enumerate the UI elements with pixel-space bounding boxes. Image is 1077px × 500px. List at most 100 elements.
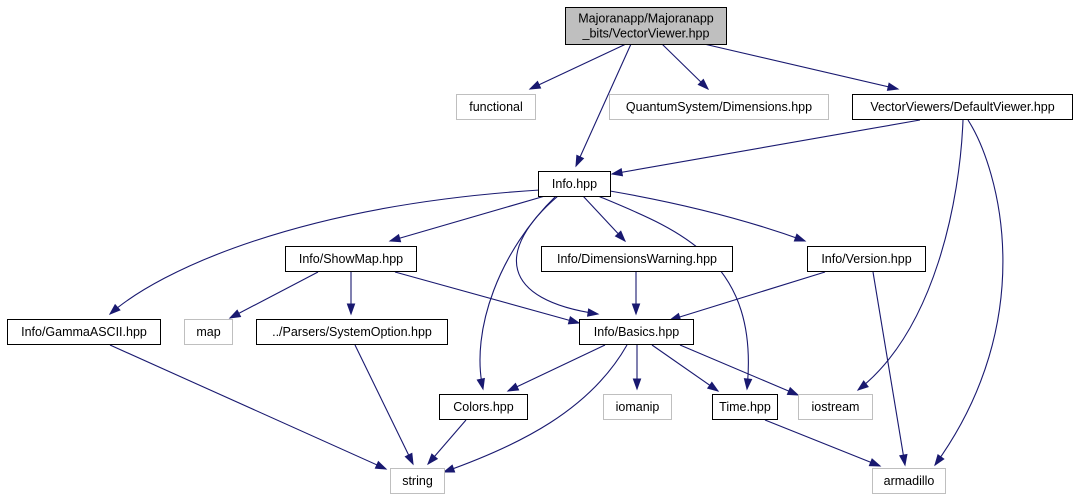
node-label: VectorViewers/DefaultViewer.hpp bbox=[870, 100, 1054, 114]
edge-time-to-armadillo bbox=[764, 419, 882, 467]
edge-root-to-info bbox=[575, 43, 632, 168]
node-box bbox=[256, 319, 448, 345]
node-root[interactable]: Majoranapp/Majoranapp_bits/VectorViewer.… bbox=[565, 7, 727, 45]
edge-line bbox=[611, 119, 921, 175]
edge-line bbox=[679, 344, 799, 396]
edge-line bbox=[109, 344, 387, 470]
arrowhead bbox=[427, 453, 439, 466]
node-time[interactable]: Time.hpp bbox=[712, 394, 778, 420]
edge-root-to-dimensions bbox=[661, 43, 710, 91]
arrowhead bbox=[374, 460, 388, 470]
node-box bbox=[603, 394, 672, 420]
node-label: map bbox=[196, 325, 220, 339]
arrowhead bbox=[934, 453, 945, 467]
edge-colors-to-string bbox=[427, 419, 467, 466]
node-box bbox=[852, 94, 1073, 120]
node-string[interactable]: string bbox=[390, 468, 445, 494]
node-default-viewer[interactable]: VectorViewers/DefaultViewer.hpp bbox=[852, 94, 1073, 120]
edge-line bbox=[669, 271, 826, 321]
node-box bbox=[439, 394, 528, 420]
edge-info-to-colors bbox=[476, 195, 557, 391]
node-label: ../Parsers/SystemOption.hpp bbox=[272, 325, 432, 339]
edge-info-to-version bbox=[609, 190, 807, 242]
edge-info-to-gamma-ascii bbox=[108, 189, 541, 315]
edge-basics-to-string bbox=[442, 344, 628, 473]
node-box bbox=[579, 319, 694, 345]
edge-dim-warning-to-basics bbox=[631, 272, 641, 316]
edge-basics-to-colors bbox=[506, 344, 606, 392]
arrowhead bbox=[793, 233, 807, 242]
node-show-map[interactable]: Info/ShowMap.hpp bbox=[285, 246, 417, 272]
edge-line bbox=[575, 43, 632, 167]
arrowhead bbox=[586, 308, 600, 317]
edge-gamma-ascii-to-string bbox=[109, 344, 388, 470]
node-label: string bbox=[402, 474, 433, 488]
node-basics[interactable]: Info/Basics.hpp bbox=[579, 319, 694, 345]
edge-line bbox=[703, 43, 899, 90]
node-box bbox=[872, 468, 946, 494]
edge-info-to-dim-warning bbox=[582, 195, 627, 243]
arrowhead bbox=[610, 167, 624, 177]
node-box bbox=[565, 7, 727, 45]
node-label: Info/DimensionsWarning.hpp bbox=[557, 252, 717, 266]
node-box bbox=[285, 246, 417, 272]
edge-show-map-to-map bbox=[228, 271, 319, 319]
edge-version-to-basics bbox=[668, 271, 826, 322]
edge-line bbox=[229, 271, 319, 319]
edge-line bbox=[394, 271, 580, 324]
node-dim-warning[interactable]: Info/DimensionsWarning.hpp bbox=[541, 246, 733, 272]
arrowhead bbox=[856, 380, 869, 391]
node-functional[interactable]: functional bbox=[456, 94, 536, 120]
arrowhead bbox=[476, 377, 485, 391]
edge-line bbox=[443, 344, 628, 473]
node-label: Time.hpp bbox=[719, 400, 771, 414]
arrowhead bbox=[706, 381, 720, 392]
node-iomanip[interactable]: iomanip bbox=[603, 394, 672, 420]
arrowhead bbox=[528, 80, 542, 90]
edge-line bbox=[934, 119, 1004, 466]
edge-show-map-to-basics bbox=[394, 271, 581, 325]
node-box bbox=[456, 94, 536, 120]
edge-line bbox=[764, 419, 881, 467]
node-box bbox=[7, 319, 161, 345]
edge-system-option-to-string bbox=[354, 344, 414, 466]
arrowhead bbox=[631, 303, 641, 316]
edge-default-viewer-to-armadillo bbox=[934, 119, 1004, 467]
node-label: iostream bbox=[812, 400, 860, 414]
edge-line bbox=[661, 43, 709, 90]
edge-line bbox=[529, 43, 627, 90]
edge-default-viewer-to-iostream bbox=[856, 119, 964, 391]
arrowhead bbox=[442, 464, 456, 473]
node-iostream[interactable]: iostream bbox=[798, 394, 873, 420]
edge-basics-to-iomanip bbox=[632, 345, 642, 391]
edge-basics-to-iostream bbox=[679, 344, 800, 396]
arrowhead bbox=[868, 458, 882, 467]
node-label: Info.hpp bbox=[552, 177, 597, 191]
node-box bbox=[541, 246, 733, 272]
arrowhead bbox=[743, 378, 753, 391]
edge-default-viewer-to-info bbox=[610, 119, 921, 177]
node-label: Colors.hpp bbox=[453, 400, 513, 414]
edge-root-to-functional bbox=[528, 43, 627, 90]
arrowhead bbox=[786, 386, 800, 396]
node-dimensions[interactable]: QuantumSystem/Dimensions.hpp bbox=[609, 94, 829, 120]
edge-version-to-armadillo bbox=[872, 271, 908, 467]
node-info[interactable]: Info.hpp bbox=[538, 171, 611, 197]
arrowhead bbox=[899, 453, 908, 467]
node-label: armadillo bbox=[884, 474, 935, 488]
arrowhead bbox=[886, 82, 900, 91]
node-armadillo[interactable]: armadillo bbox=[872, 468, 946, 494]
edge-basics-to-time bbox=[651, 344, 720, 392]
node-colors[interactable]: Colors.hpp bbox=[439, 394, 528, 420]
edge-line bbox=[109, 189, 541, 315]
node-version[interactable]: Info/Version.hpp bbox=[807, 246, 926, 272]
edge-line bbox=[354, 344, 414, 465]
node-gamma-ascii[interactable]: Info/GammaASCII.hpp bbox=[7, 319, 161, 345]
node-map[interactable]: map bbox=[184, 319, 233, 345]
node-system-option[interactable]: ../Parsers/SystemOption.hpp bbox=[256, 319, 448, 345]
edge-line bbox=[479, 195, 557, 390]
arrowhead bbox=[614, 230, 627, 243]
edge-info-to-time bbox=[597, 195, 753, 391]
node-box bbox=[390, 468, 445, 494]
